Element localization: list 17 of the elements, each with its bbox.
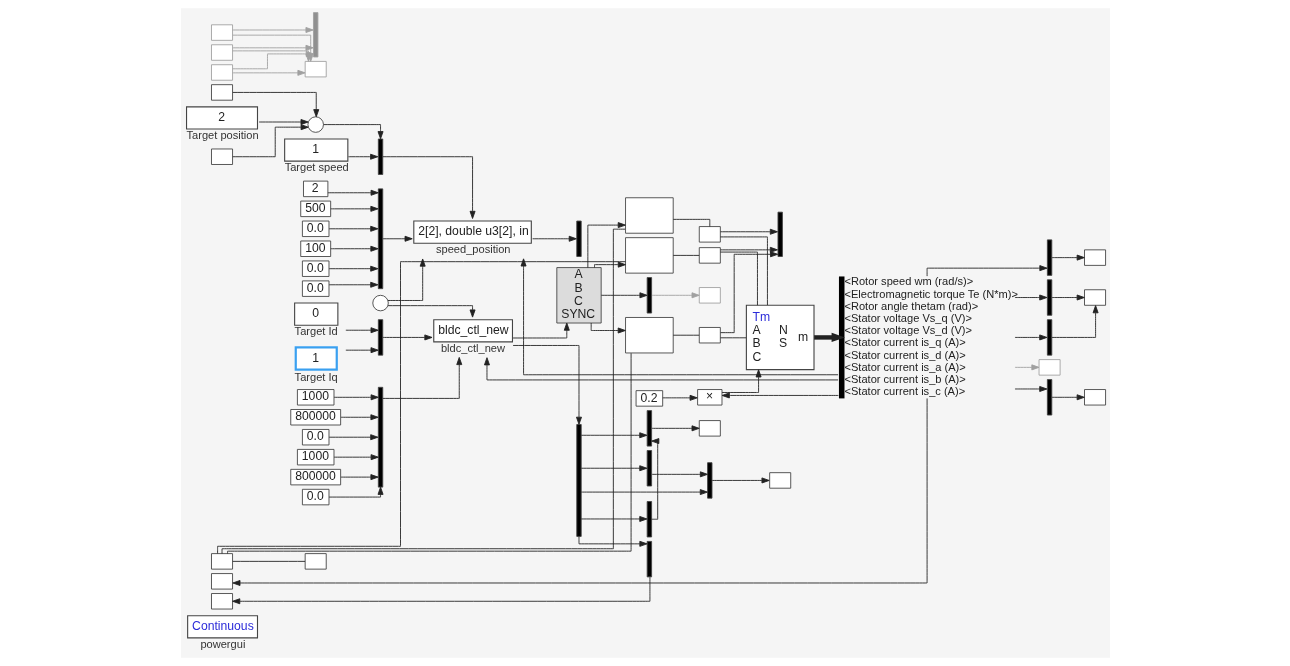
node-label: <Stator current is_a (A)> bbox=[843, 360, 966, 373]
node-label: Target Iq bbox=[294, 370, 338, 383]
node-label: <Rotor speed wm (rad/s)> bbox=[843, 275, 973, 288]
node-label: <Stator current is_c (A)> bbox=[843, 385, 965, 398]
node-label: <Electromagnetic torque Te (N*m)> bbox=[843, 287, 1018, 300]
node-label: Target speed bbox=[284, 161, 349, 174]
node-label: <Stator voltage Vs_q (V)> bbox=[843, 311, 972, 324]
node-label: <Rotor angle thetam (rad)> bbox=[843, 299, 978, 312]
node-label: <Stator voltage Vs_d (V)> bbox=[843, 324, 972, 337]
node-label: bldc_ctl_new bbox=[440, 341, 505, 354]
node-label: <Stator current is_b (A)> bbox=[843, 372, 966, 385]
node-label: Target position bbox=[186, 129, 259, 141]
node-label: <Stator current is_d (A)> bbox=[843, 348, 966, 361]
node-label: <Stator current is_q (A)> bbox=[843, 336, 966, 349]
node-label: Target Id bbox=[294, 325, 338, 338]
node-label: powergui bbox=[199, 637, 245, 650]
node-label: speed_position bbox=[435, 243, 511, 256]
